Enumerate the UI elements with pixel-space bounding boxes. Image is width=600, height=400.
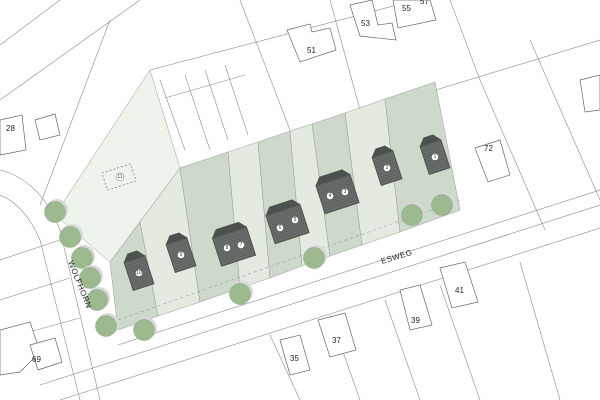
house-number-marker xyxy=(237,241,245,249)
house-number-marker xyxy=(326,192,334,200)
house-number: 39 xyxy=(411,316,420,325)
tree-icon xyxy=(133,319,155,341)
house-number: 57 xyxy=(420,0,429,6)
house-roof xyxy=(211,221,257,267)
house-number: 28 xyxy=(6,124,15,133)
house-number-marker xyxy=(135,269,143,277)
house-number-marker xyxy=(223,244,231,252)
house-number-marker xyxy=(177,251,185,259)
tree-icon xyxy=(431,194,453,216)
house-number-marker xyxy=(291,216,299,224)
house-label: 8 xyxy=(226,245,229,251)
tree-icon xyxy=(86,289,108,311)
open-plot-label: 11 xyxy=(117,174,122,180)
house-number: 37 xyxy=(332,336,341,345)
tree-icon xyxy=(59,226,81,248)
house-label: 10 xyxy=(136,270,142,276)
tree-icon xyxy=(401,204,423,226)
tree-icon xyxy=(303,247,325,269)
house-label: 7 xyxy=(240,242,243,248)
tree-icon xyxy=(71,247,93,269)
house-label: 2 xyxy=(386,165,389,171)
tree-icon xyxy=(95,315,117,337)
house-number: 69 xyxy=(32,355,41,364)
house-label: 1 xyxy=(434,154,437,160)
house-number: 41 xyxy=(455,286,464,295)
tree-icon xyxy=(79,267,101,289)
house-roof xyxy=(265,199,310,245)
house-number: 72 xyxy=(484,144,493,153)
house-number: 55 xyxy=(402,4,411,13)
house-number: 51 xyxy=(307,46,316,55)
tree-icon xyxy=(44,201,66,223)
house-number: 35 xyxy=(290,354,299,363)
house-label: 3 xyxy=(344,189,347,195)
house-label: 4 xyxy=(329,193,332,199)
tree-icon xyxy=(229,283,251,305)
house-number-marker xyxy=(276,224,284,232)
trees xyxy=(44,192,455,341)
house-label: 6 xyxy=(279,225,282,231)
house-number-marker xyxy=(341,188,349,196)
house-number-marker xyxy=(431,153,439,161)
new-houses: 1 2 3 4 5 6 7 8 9 10 xyxy=(123,134,451,292)
house-label: 5 xyxy=(294,217,297,223)
house-number-marker xyxy=(383,164,391,172)
house-label: 9 xyxy=(180,252,183,258)
street-label-esweg: ESWEG xyxy=(380,248,414,266)
house-number: 53 xyxy=(361,19,370,28)
